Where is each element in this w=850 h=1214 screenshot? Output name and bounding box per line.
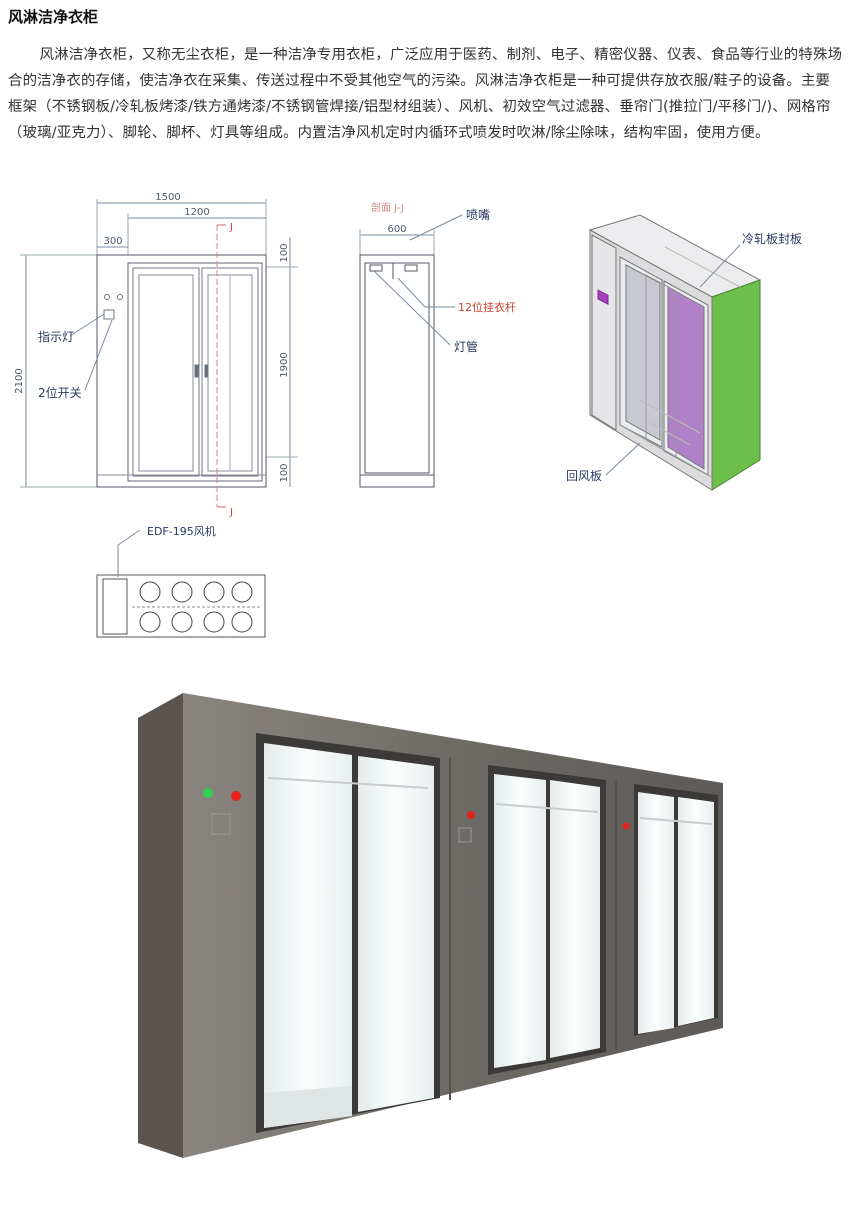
label-fan: EDF-195风机: [147, 524, 216, 538]
dim-top: 100: [279, 243, 290, 262]
label-nozzle: 喷嘴: [466, 208, 490, 222]
label-lamp: 灯管: [454, 339, 478, 354]
isometric-view: [588, 214, 762, 491]
section-view: [359, 214, 463, 488]
label-switch: 2位开关: [38, 385, 82, 400]
dim-height: 2100: [14, 368, 25, 393]
indicator-red-light: [231, 791, 241, 801]
technical-drawings: 1500 1200 300 2100 100 1900 100 J J 指示灯 …: [14, 192, 802, 638]
cabinet-2: [488, 765, 606, 1075]
label-return: 回风板: [566, 469, 602, 483]
dim-bottom: 100: [279, 463, 290, 482]
label-plate: 冷轧板封板: [742, 232, 802, 246]
indicator-green-light: [203, 788, 213, 798]
dim-depth: 600: [387, 224, 406, 235]
dim-door-height: 1900: [279, 352, 290, 377]
indicator-red-light: [467, 811, 475, 819]
top-view: [96, 529, 266, 638]
intro-paragraph: 风淋洁净衣柜，又称无尘衣柜，是一种洁净专用衣柜，广泛应用于医药、制剂、电子、精密…: [8, 47, 843, 141]
dim-total-width: 1500: [155, 192, 180, 203]
section-title: 剖面 J-J: [371, 201, 404, 214]
front-elevation: [20, 199, 298, 508]
dim-side: 300: [103, 236, 122, 247]
page-title: 风淋洁净衣柜: [8, 8, 99, 26]
label-hanger: 12位挂衣杆: [458, 300, 516, 314]
cabinet-1: [256, 733, 440, 1133]
indicator-red-light: [622, 822, 630, 830]
switch-panel: [211, 813, 231, 835]
section-mark-top: J: [229, 222, 233, 233]
dim-inner-width: 1200: [184, 207, 209, 218]
product-photo: [138, 693, 723, 1158]
section-mark-bottom: J: [229, 507, 233, 518]
cabinet-3: [634, 784, 718, 1036]
label-indicator: 指示灯: [38, 329, 74, 344]
